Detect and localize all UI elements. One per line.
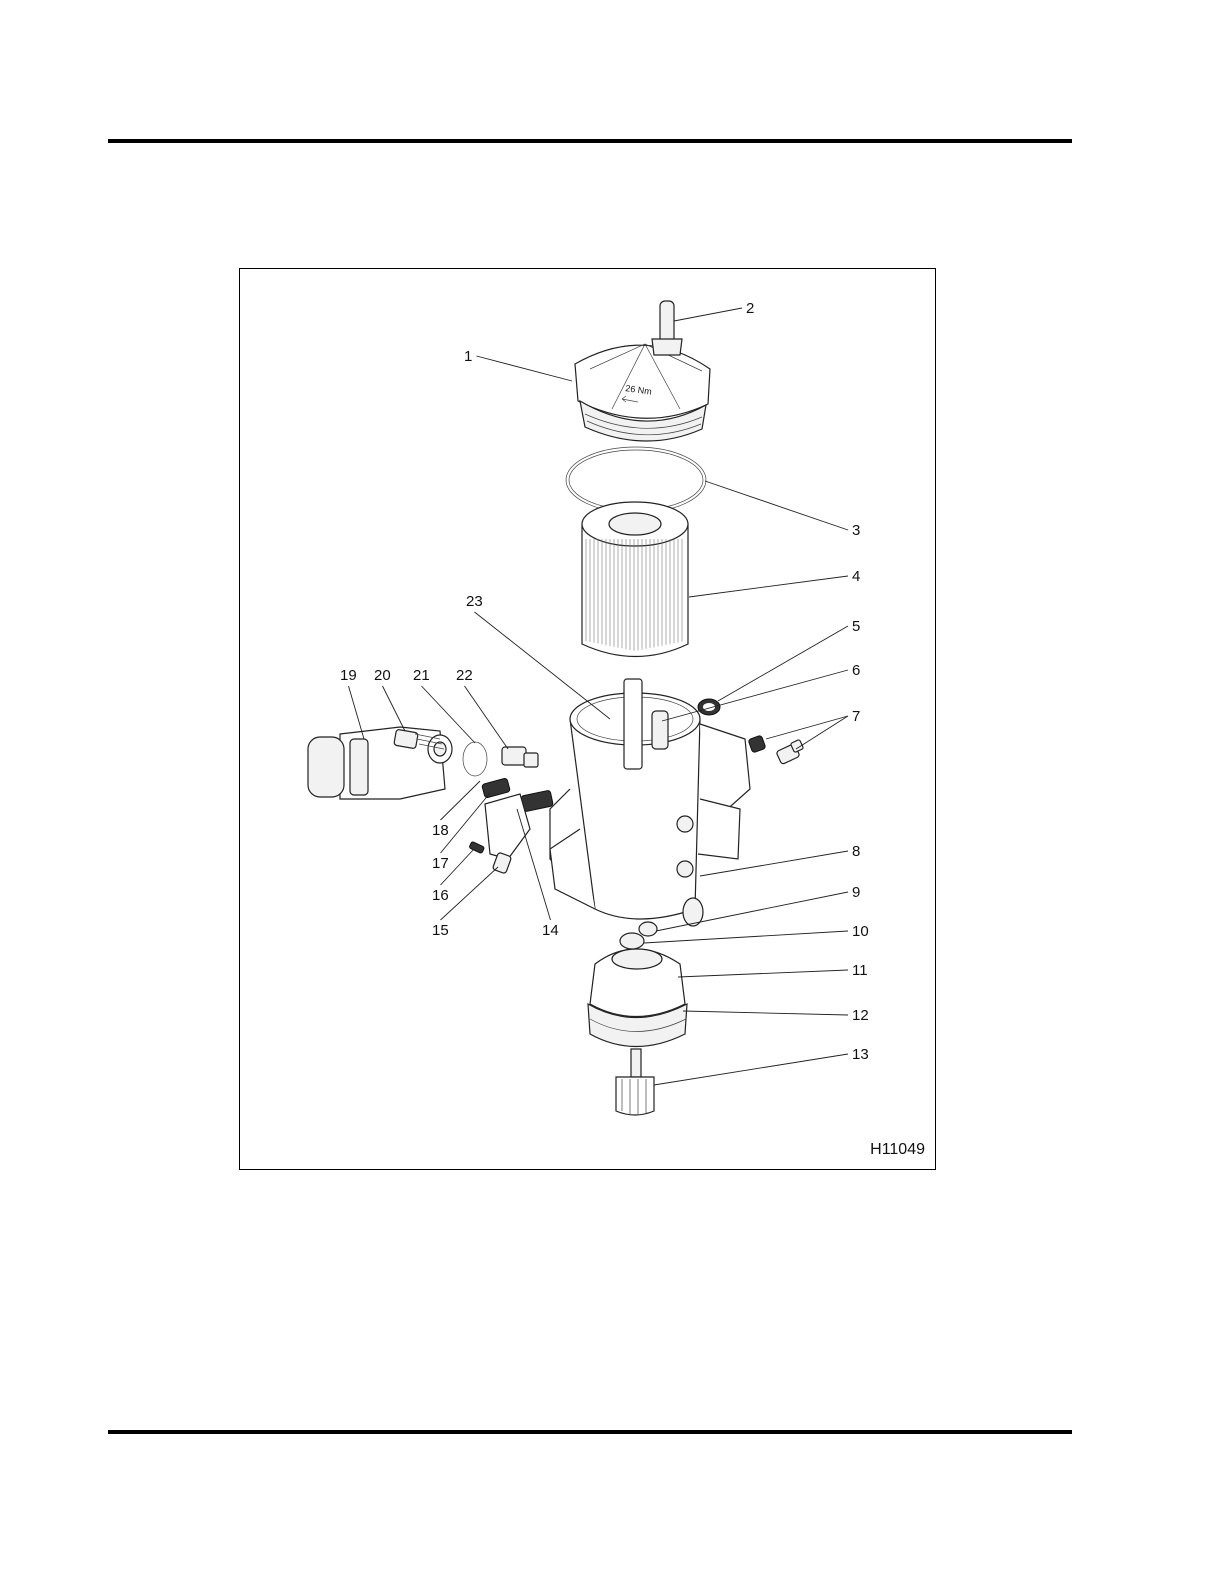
callout-18: 18 [432, 822, 449, 839]
leader-line-1 [477, 356, 573, 381]
part-plug-9 [639, 922, 657, 936]
callout-9: 9 [852, 884, 860, 901]
callout-3: 3 [852, 522, 860, 539]
leader-line-7 [796, 716, 848, 749]
callout-4: 4 [852, 568, 860, 585]
footer-rule [108, 1430, 1072, 1434]
leader-line-10 [644, 931, 848, 943]
header-rule [108, 139, 1072, 143]
leader-line-14 [517, 809, 551, 920]
exploded-parts-diagram: 26 Nm [239, 268, 936, 1170]
callout-7: 7 [852, 708, 860, 725]
part-plug-10 [620, 933, 644, 949]
callout-16: 16 [432, 887, 449, 904]
part-drain-valve [616, 1049, 654, 1115]
callout-22: 22 [456, 667, 473, 684]
part-plug-7a [748, 735, 766, 753]
part-vent-valve [652, 301, 682, 355]
diagram-drawing: 26 Nm [240, 269, 937, 1171]
part-fitting-22 [502, 747, 538, 767]
callout-12: 12 [852, 1007, 869, 1024]
callout-19: 19 [340, 667, 357, 684]
part-bowl-assembly [588, 949, 687, 1047]
part-fitting-14 [521, 790, 554, 812]
leader-line-12 [683, 1011, 848, 1015]
part-inlet-fitting [308, 727, 452, 799]
part-sensor-15 [485, 794, 530, 874]
part-housing [550, 679, 750, 926]
callout-21: 21 [413, 667, 430, 684]
leader-line-5 [718, 626, 848, 701]
leader-line-7 [766, 716, 848, 739]
callout-17: 17 [432, 855, 449, 872]
callout-2: 2 [746, 300, 754, 317]
callout-23: 23 [466, 593, 483, 610]
leader-line-18 [441, 781, 481, 820]
callout-10: 10 [852, 923, 869, 940]
leader-line-11 [678, 970, 848, 977]
part-fitting-18-17 [482, 778, 511, 798]
callout-1: 1 [464, 348, 472, 365]
callout-5: 5 [852, 618, 860, 635]
part-plug-7b [776, 739, 804, 764]
callout-14: 14 [542, 922, 559, 939]
callout-15: 15 [432, 922, 449, 939]
callout-13: 13 [852, 1046, 869, 1063]
leader-line-4 [689, 576, 848, 597]
leader-line-15 [441, 867, 499, 920]
figure-id-label: H11049 [870, 1141, 925, 1159]
leader-line-22 [465, 686, 509, 749]
leader-line-20 [383, 686, 406, 731]
leader-line-2 [674, 308, 742, 321]
callout-8: 8 [852, 843, 860, 860]
leader-line-19 [349, 686, 365, 739]
part-filter-element [582, 502, 688, 657]
part-filter-cap: 26 Nm [575, 344, 710, 441]
leader-line-6 [662, 670, 848, 721]
callout-6: 6 [852, 662, 860, 679]
callout-20: 20 [374, 667, 391, 684]
leader-line-13 [654, 1054, 848, 1085]
callout-11: 11 [852, 962, 868, 979]
leader-line-3 [705, 481, 848, 530]
part-gasket-21 [463, 742, 487, 776]
